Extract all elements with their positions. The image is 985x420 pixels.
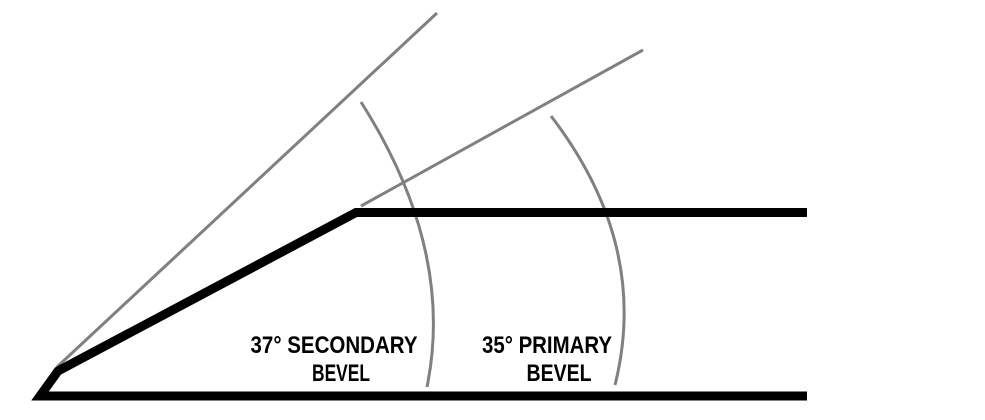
primary-bevel-guide-line: [360, 48, 644, 208]
secondary-bevel-label-line2: BEVEL: [312, 360, 370, 387]
blade-outline: [31, 208, 807, 401]
secondary-bevel-label-line1: 37° SECONDARY: [251, 332, 418, 359]
secondary-bevel-guide-line: [55, 11, 439, 369]
primary-bevel-label-line2: BEVEL: [527, 360, 592, 387]
primary-bevel-label-line1: 35° PRIMARY: [482, 332, 612, 359]
primary-bevel-angle-arc: [549, 115, 626, 386]
secondary-bevel-angle-arc: [359, 101, 435, 388]
